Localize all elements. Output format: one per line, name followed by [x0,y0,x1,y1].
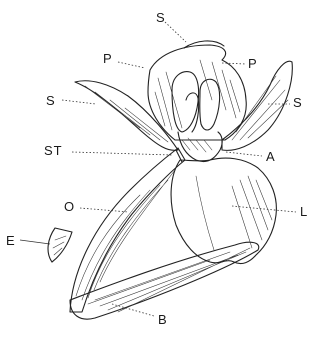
sheath-leaf [48,228,72,262]
label-lateral-sepal-right: S [293,95,303,110]
label-e: E [6,233,16,248]
label-petal-left: P [103,51,113,66]
ovary [70,148,185,312]
dorsal-sepal [148,41,246,140]
bract [70,242,259,319]
petals [172,72,220,132]
label-anther: A [266,149,276,164]
label-dorsal-sepal: S [156,10,166,25]
label-stamen: ST [44,143,63,158]
label-ovary: O [64,199,75,214]
label-petal-right: P [248,56,258,71]
label-bract: B [158,312,168,327]
label-lateral-sepal-left: S [46,93,56,108]
label-lip: L [300,204,308,219]
lateral-sepal-left [75,81,178,151]
